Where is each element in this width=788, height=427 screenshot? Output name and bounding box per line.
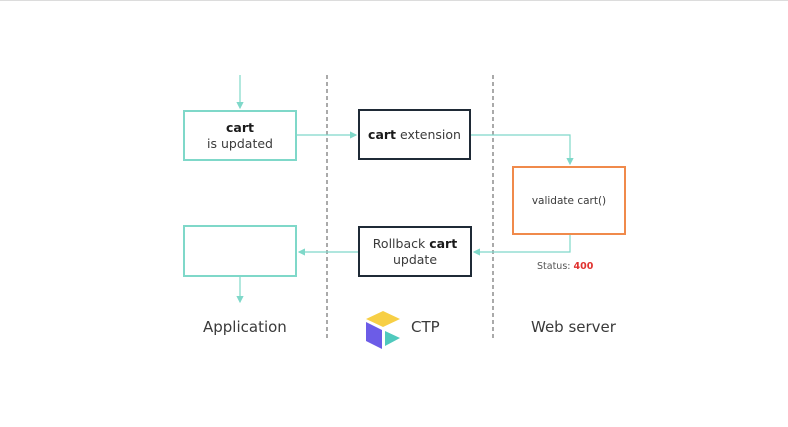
cart-extension-bold: cart (368, 126, 397, 142)
rollback-prefix: Rollback (372, 235, 430, 251)
cart-updated-text: is updated (207, 135, 273, 151)
rollback-line2: update (392, 251, 438, 267)
cart-updated-bold: cart (226, 119, 254, 135)
top-divider (0, 0, 788, 1)
status-label: Status: (537, 261, 574, 272)
validate-cart-text: validate cart() (531, 194, 607, 207)
column-label-application: Application (203, 318, 287, 336)
validate-cart-box: validate cart() (512, 166, 626, 235)
column-label-web-server: Web server (531, 318, 616, 336)
cart-extension-box: cart extension (358, 109, 471, 160)
rollback-cart-box: Rollback cart update (358, 226, 472, 277)
column-label-ctp: CTP (411, 318, 440, 336)
ctp-logo-icon (366, 311, 400, 349)
arrow-to-rollback (472, 235, 571, 256)
cart-updated-box: cart is updated (183, 110, 297, 161)
application-result-box (183, 225, 297, 277)
status-code: 400 (573, 261, 594, 272)
status-text: Status: 400 (537, 261, 593, 272)
arrow-to-validate (471, 134, 574, 166)
cart-extension-text: extension (396, 126, 461, 142)
rollback-bold: cart (429, 235, 458, 251)
